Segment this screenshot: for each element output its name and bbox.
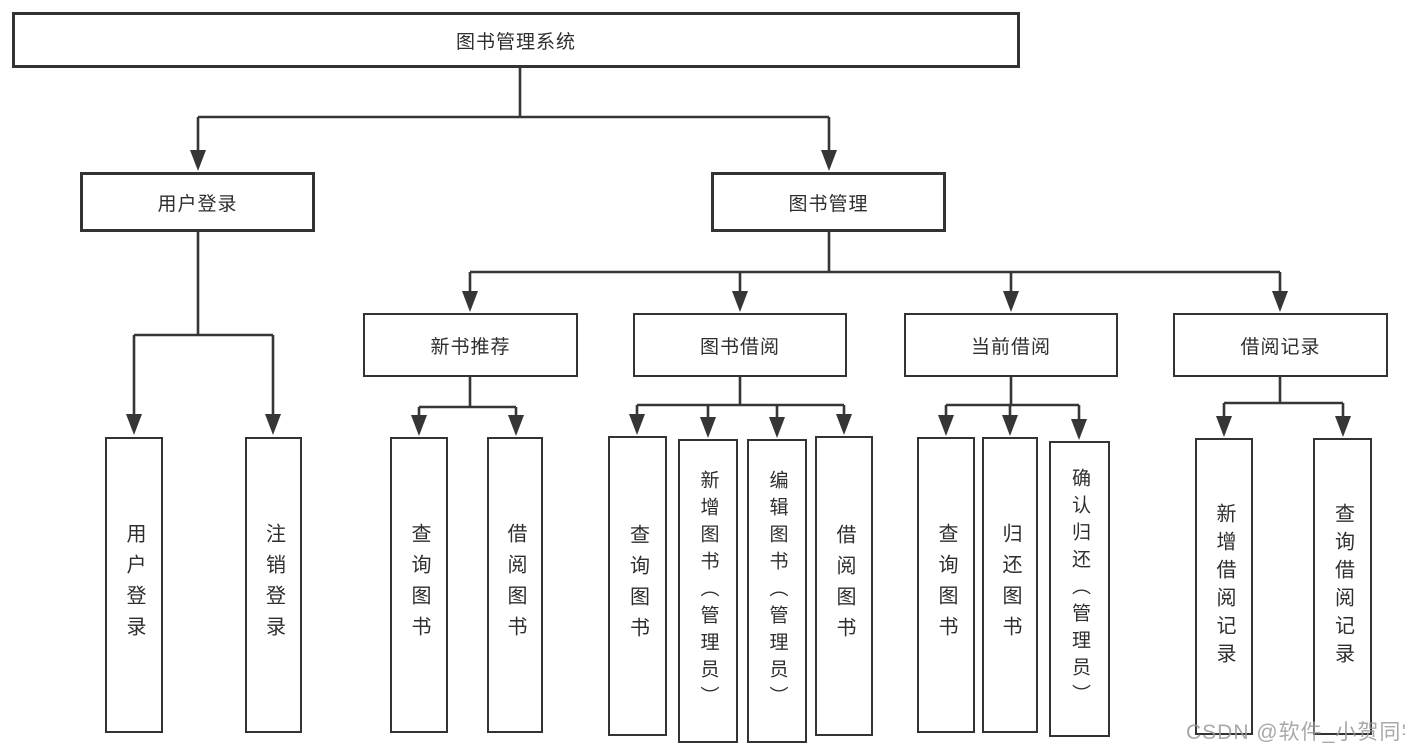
- arrow-down-icon: [732, 291, 748, 312]
- node-borrow-records-label: 借阅记录: [1240, 336, 1321, 358]
- arrow-down-icon: [1002, 415, 1018, 436]
- leaf-br-query-record: 查询借阅记录: [1313, 438, 1372, 735]
- node-book-borrow-label: 图书借阅: [699, 336, 780, 358]
- node-user-login: 用户登录: [80, 172, 315, 232]
- leaf-cb-query-books-label: 查询图书: [935, 523, 957, 647]
- arrow-down-icon: [629, 414, 645, 435]
- leaf-bb-borrow-books: 借阅图书: [815, 436, 873, 736]
- node-book-mgmt-label: 图书管理: [788, 193, 869, 215]
- connector-currentborrow-to-leaves: [944, 377, 1081, 420]
- arrow-down-icon: [190, 150, 206, 171]
- leaf-cb-query-books: 查询图书: [917, 437, 975, 733]
- node-new-book-rec-label: 新书推荐: [430, 336, 511, 358]
- node-user-login-label: 用户登录: [157, 193, 238, 215]
- leaf-user-login: 用户登录: [105, 437, 163, 733]
- arrow-down-icon: [126, 414, 142, 435]
- arrow-down-icon: [1335, 416, 1351, 437]
- arrow-down-icon: [1003, 291, 1019, 312]
- leaf-bb-query-books-label: 查询图书: [626, 524, 649, 648]
- arrow-down-icon: [938, 415, 954, 436]
- arrow-down-icon: [821, 150, 837, 171]
- leaf-nbr-query-books-label: 查询图书: [408, 523, 430, 647]
- leaf-br-add-record: 新增借阅记录: [1195, 438, 1253, 735]
- leaf-logout: 注销登录: [245, 437, 302, 733]
- leaf-bb-edit-books-admin: 编辑图书（管理员）: [747, 439, 807, 743]
- arrow-down-icon: [1272, 291, 1288, 312]
- leaf-bb-edit-books-admin-label: 编辑图书（管理员）: [766, 469, 788, 713]
- leaf-user-login-label: 用户登录: [123, 523, 145, 647]
- arrow-down-icon: [1071, 419, 1087, 440]
- leaf-cb-confirm-return-admin-label: 确认归还（管理员）: [1069, 467, 1090, 711]
- node-current-borrow: 当前借阅: [904, 313, 1118, 377]
- node-book-mgmt: 图书管理: [711, 172, 946, 232]
- arrow-down-icon: [411, 415, 427, 436]
- arrow-down-icon: [836, 414, 852, 435]
- leaf-cb-return-books-label: 归还图书: [999, 523, 1021, 647]
- leaf-nbr-borrow-books: 借阅图书: [487, 437, 543, 733]
- node-current-borrow-label: 当前借阅: [970, 336, 1051, 358]
- leaf-bb-add-books-admin: 新增图书（管理员）: [678, 439, 738, 743]
- arrow-down-icon: [462, 291, 478, 312]
- node-book-borrow: 图书借阅: [633, 313, 847, 377]
- connector-root-to-level2: [196, 68, 831, 151]
- leaf-logout-label: 注销登录: [262, 523, 285, 647]
- leaf-bb-add-books-admin-label: 新增图书（管理员）: [697, 469, 719, 713]
- node-new-book-rec: 新书推荐: [363, 313, 578, 377]
- node-root: 图书管理系统: [12, 12, 1020, 68]
- leaf-nbr-borrow-books-label: 借阅图书: [504, 523, 526, 647]
- leaf-nbr-query-books: 查询图书: [390, 437, 448, 733]
- arrow-down-icon: [265, 414, 281, 435]
- node-borrow-records: 借阅记录: [1173, 313, 1388, 377]
- connector-bookmgmt-to-level3: [468, 232, 1282, 292]
- arrow-down-icon: [508, 415, 524, 436]
- connector-bookborrow-to-leaves: [635, 377, 846, 418]
- node-root-label: 图书管理系统: [455, 31, 576, 53]
- leaf-bb-borrow-books-label: 借阅图书: [833, 524, 855, 648]
- arrow-down-icon: [700, 417, 716, 438]
- leaf-cb-confirm-return-admin: 确认归还（管理员）: [1049, 441, 1110, 737]
- arrow-down-icon: [1216, 416, 1232, 437]
- csdn-watermark: CSDN @软件_小贺同学: [1186, 721, 1405, 744]
- arrow-down-icon: [769, 417, 785, 438]
- connector-borrowrecords-to-leaves: [1222, 377, 1345, 416]
- leaf-br-add-record-label: 新增借阅记录: [1213, 502, 1235, 671]
- leaf-bb-query-books: 查询图书: [608, 436, 667, 736]
- connector-userlogin-to-leaves: [132, 232, 275, 415]
- connector-newbookrec-to-leaves: [417, 377, 518, 416]
- leaf-cb-return-books: 归还图书: [982, 437, 1038, 733]
- leaf-br-query-record-label: 查询借阅记录: [1331, 502, 1354, 671]
